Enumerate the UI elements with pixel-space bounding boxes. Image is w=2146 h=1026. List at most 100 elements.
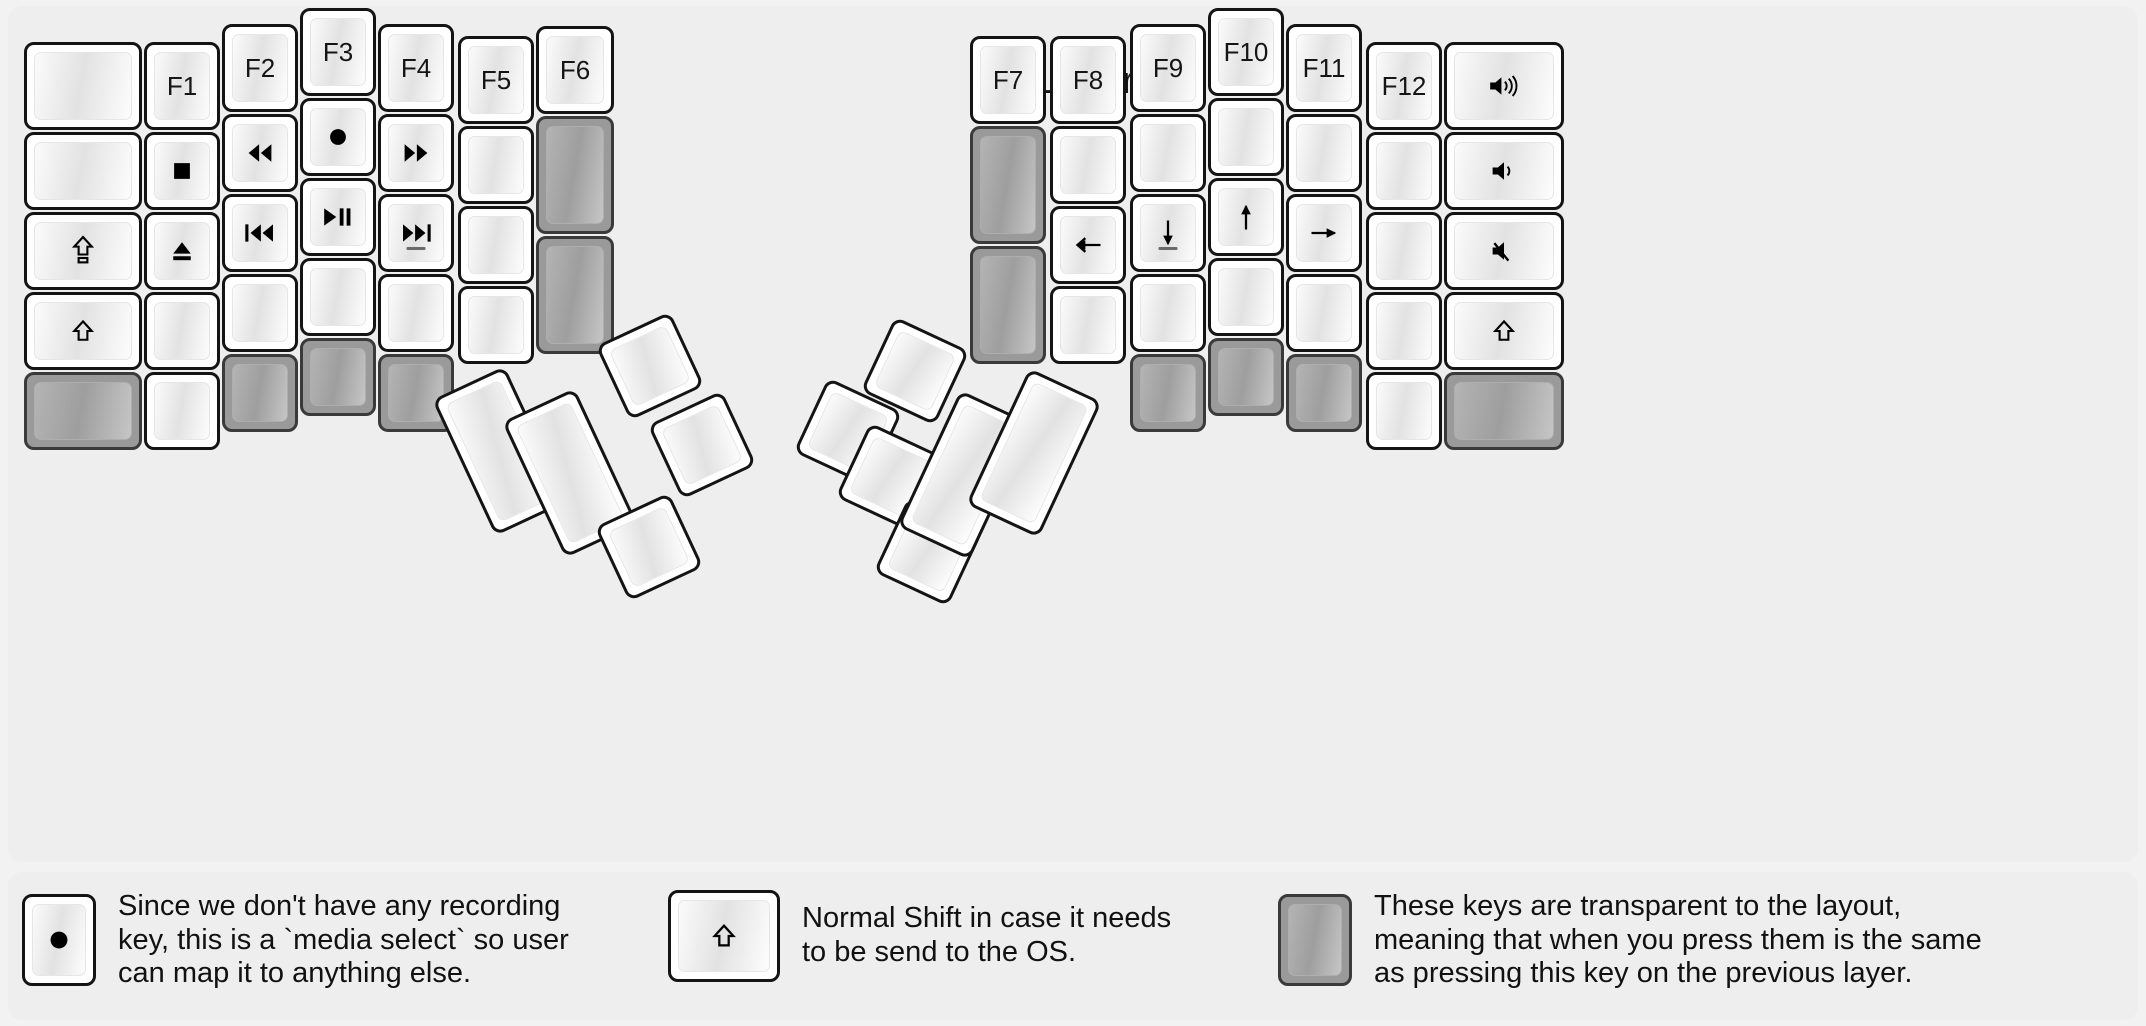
keycap-face bbox=[1218, 268, 1274, 326]
right-key-col-f7-r1[interactable]: F7 bbox=[970, 36, 1046, 124]
right-key-col-f8-r4[interactable] bbox=[1050, 286, 1126, 364]
left-key-col-f1-r1[interactable]: F1 bbox=[144, 42, 220, 130]
left-key-col-f2-r2[interactable] bbox=[222, 114, 298, 192]
right-key-col-f10-r4[interactable] bbox=[1208, 258, 1284, 336]
left-key-col-f2-r1[interactable]: F2 bbox=[222, 24, 298, 112]
left-key-col-f2-r5[interactable] bbox=[222, 354, 298, 432]
stop-icon bbox=[168, 157, 196, 185]
caps-lock-icon bbox=[69, 234, 97, 268]
left-key-col-f3-r2[interactable] bbox=[300, 98, 376, 176]
keycap-face bbox=[1376, 382, 1432, 440]
right-key-col-f10-r1[interactable]: F10 bbox=[1208, 8, 1284, 96]
left-key-col-outer-left-r1[interactable] bbox=[24, 42, 142, 130]
thumb-l-4[interactable] bbox=[647, 390, 757, 500]
right-key-col-f11-r1[interactable]: F11 bbox=[1286, 24, 1362, 112]
right-key-col-f9-r2[interactable] bbox=[1130, 114, 1206, 192]
right-key-col-f8-r2[interactable] bbox=[1050, 126, 1126, 204]
right-key-col-f12-r1[interactable]: F12 bbox=[1366, 42, 1442, 130]
left-key-col-f5-r4[interactable] bbox=[458, 286, 534, 364]
keycap-face bbox=[1060, 296, 1116, 354]
keycap-face bbox=[1218, 348, 1274, 406]
left-key-col-f4-r3[interactable] bbox=[378, 194, 454, 272]
right-key-col-f11-r3[interactable] bbox=[1286, 194, 1362, 272]
keycap-face bbox=[154, 302, 210, 360]
rewind-icon bbox=[242, 139, 278, 167]
keycap-face bbox=[979, 381, 1089, 525]
right-key-col-f12-r4[interactable] bbox=[1366, 292, 1442, 370]
left-key-col-f1-r3[interactable] bbox=[144, 212, 220, 290]
arrow-left-icon bbox=[1070, 231, 1106, 259]
right-key-col-f12-r2[interactable] bbox=[1366, 132, 1442, 210]
arrow-down-icon bbox=[1154, 215, 1182, 251]
right-key-col-f11-r2[interactable] bbox=[1286, 114, 1362, 192]
left-key-col-f6-r2[interactable] bbox=[536, 116, 614, 234]
right-key-col-f12-r5[interactable] bbox=[1366, 372, 1442, 450]
right-key-col-f11-r5[interactable] bbox=[1286, 354, 1362, 432]
keycap-face bbox=[1376, 302, 1432, 360]
right-key-col-f9-r5[interactable] bbox=[1130, 354, 1206, 432]
right-key-col-f10-r3[interactable] bbox=[1208, 178, 1284, 256]
right-key-col-f9-r4[interactable] bbox=[1130, 274, 1206, 352]
keycap-face bbox=[388, 284, 444, 342]
keycap-face bbox=[607, 505, 691, 589]
left-key-col-f1-r2[interactable] bbox=[144, 132, 220, 210]
right-key-col-f11-r4[interactable] bbox=[1286, 274, 1362, 352]
legend-description-2: Normal Shift in case it needs to be send… bbox=[802, 902, 1172, 968]
left-key-col-f2-r3[interactable] bbox=[222, 194, 298, 272]
left-key-col-f5-r2[interactable] bbox=[458, 126, 534, 204]
keycap-face bbox=[34, 52, 132, 120]
keycap-face bbox=[1140, 364, 1196, 422]
keycap-face bbox=[310, 108, 366, 166]
keycap-face: F11 bbox=[1296, 34, 1352, 102]
right-key-col-f9-r3[interactable] bbox=[1130, 194, 1206, 272]
left-key-col-f5-r1[interactable]: F5 bbox=[458, 36, 534, 124]
left-key-col-f4-r2[interactable] bbox=[378, 114, 454, 192]
volume-up-icon bbox=[1485, 72, 1523, 100]
right-key-col-outer-right-r1[interactable] bbox=[1444, 42, 1564, 130]
eject-icon bbox=[168, 237, 196, 265]
keycap-face bbox=[1060, 216, 1116, 274]
left-key-col-f1-r5[interactable] bbox=[144, 372, 220, 450]
right-key-col-f8-r3[interactable] bbox=[1050, 206, 1126, 284]
left-key-col-f4-r4[interactable] bbox=[378, 274, 454, 352]
left-key-col-outer-left-r5[interactable] bbox=[24, 372, 142, 450]
keycap-face bbox=[1454, 222, 1554, 280]
left-key-col-f5-r3[interactable] bbox=[458, 206, 534, 284]
left-key-col-f3-r3[interactable] bbox=[300, 178, 376, 256]
left-key-col-outer-left-r2[interactable] bbox=[24, 132, 142, 210]
right-key-col-f12-r3[interactable] bbox=[1366, 212, 1442, 290]
left-key-col-outer-left-r3[interactable] bbox=[24, 212, 142, 290]
keycap-face bbox=[980, 256, 1036, 354]
keycap-face bbox=[1140, 124, 1196, 182]
arrow-right-icon bbox=[1306, 219, 1342, 247]
left-key-col-f6-r3[interactable] bbox=[536, 236, 614, 354]
left-key-col-f3-r4[interactable] bbox=[300, 258, 376, 336]
right-key-col-f10-r2[interactable] bbox=[1208, 98, 1284, 176]
left-key-col-f3-r1[interactable]: F3 bbox=[300, 8, 376, 96]
keycap-face bbox=[34, 142, 132, 200]
keycap-face bbox=[1060, 136, 1116, 194]
keycap-face bbox=[388, 204, 444, 262]
left-key-col-f6-r1[interactable]: F6 bbox=[536, 26, 614, 114]
left-key-col-outer-left-r4[interactable] bbox=[24, 292, 142, 370]
right-key-col-f7-r2[interactable] bbox=[970, 126, 1046, 244]
left-key-col-f3-r5[interactable] bbox=[300, 338, 376, 416]
right-key-col-outer-right-r4[interactable] bbox=[1444, 292, 1564, 370]
legend-strip: Since we don't have any recording key, t… bbox=[8, 872, 2138, 1020]
right-key-col-f8-r1[interactable]: F8 bbox=[1050, 36, 1126, 124]
left-key-col-f4-r1[interactable]: F4 bbox=[378, 24, 454, 112]
right-key-col-outer-right-r5[interactable] bbox=[1444, 372, 1564, 450]
left-key-col-f1-r4[interactable] bbox=[144, 292, 220, 370]
right-key-col-f7-r3[interactable] bbox=[970, 246, 1046, 364]
left-key-col-f2-r4[interactable] bbox=[222, 274, 298, 352]
keycap-face bbox=[154, 382, 210, 440]
right-key-col-f10-r5[interactable] bbox=[1208, 338, 1284, 416]
keycap-face bbox=[608, 324, 692, 408]
keycap-face bbox=[678, 900, 770, 972]
keycap-face bbox=[1454, 382, 1554, 440]
keycap-face bbox=[388, 124, 444, 182]
right-key-col-outer-right-r3[interactable] bbox=[1444, 212, 1564, 290]
right-key-col-outer-right-r2[interactable] bbox=[1444, 132, 1564, 210]
right-key-col-f9-r1[interactable]: F9 bbox=[1130, 24, 1206, 112]
